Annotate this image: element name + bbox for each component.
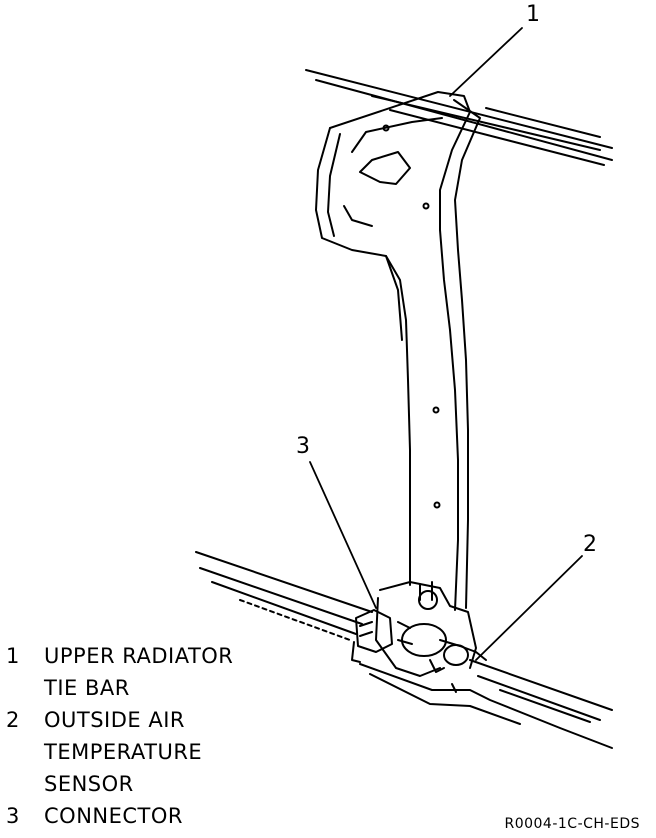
callout-1: 1 — [526, 2, 540, 27]
legend-text: SENSOR — [44, 772, 134, 796]
vertical-bracket — [315, 91, 481, 611]
upper-tie-bar-rails — [305, 69, 613, 166]
legend-text: CONNECTOR — [44, 804, 183, 828]
callout-3: 3 — [296, 434, 310, 459]
legend-item-tie-bar: 1 UPPER RADIATOR TIE BAR — [6, 640, 233, 704]
legend-text: TIE BAR — [44, 676, 130, 700]
legend-number: 1 — [6, 644, 20, 668]
legend-item-connector: 3 CONNECTOR — [6, 800, 233, 832]
legend-text: TEMPERATURE — [44, 740, 203, 764]
legend-item-sensor: 2 OUTSIDE AIR TEMPERATURE SENSOR — [6, 704, 233, 800]
callout-2: 2 — [583, 532, 597, 557]
legend-text: UPPER RADIATOR — [44, 644, 234, 668]
leader-lines — [309, 27, 583, 661]
legend: 1 UPPER RADIATOR TIE BAR 2 OUTSIDE AIR T… — [6, 640, 233, 832]
lower-rails — [195, 551, 613, 749]
sensor-assembly — [375, 581, 487, 693]
legend-number: 3 — [6, 804, 20, 828]
figure-code: R0004-1C-CH-EDS — [504, 816, 640, 832]
legend-text: OUTSIDE AIR — [44, 708, 186, 732]
connector — [351, 609, 393, 663]
legend-number: 2 — [6, 708, 20, 732]
